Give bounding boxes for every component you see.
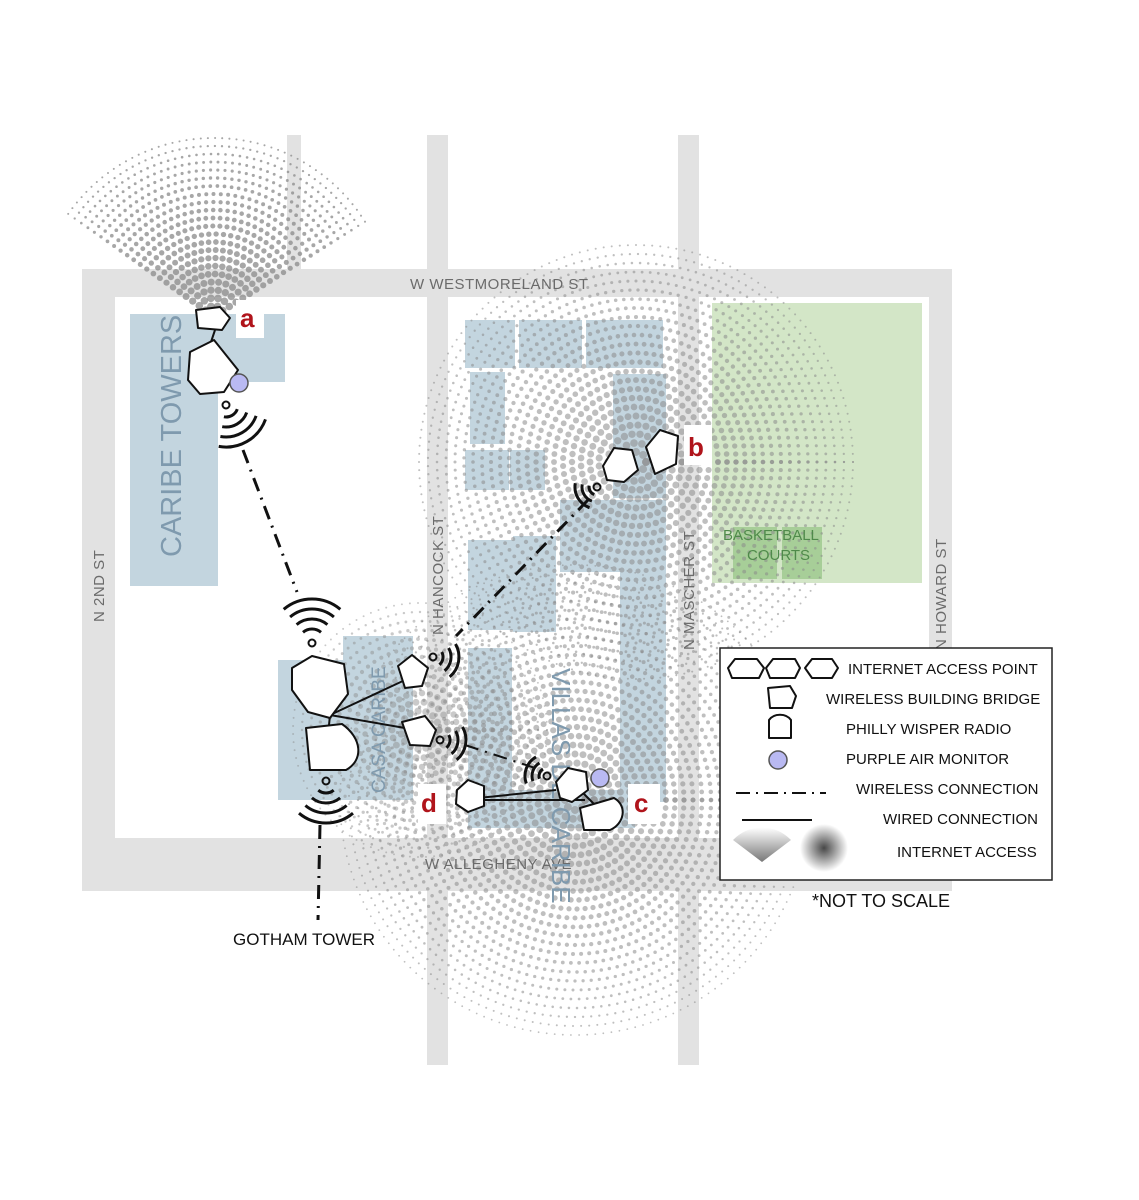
site-label-d: d: [421, 788, 437, 818]
building-label-casa-caribe: CASA CARIBE: [369, 666, 390, 793]
signal-arc: [218, 418, 267, 449]
signal-arc: [445, 734, 452, 749]
court-label-line2: COURTS: [747, 547, 810, 564]
legend: INTERNET ACCESS POINT WIRELESS BUILDING …: [719, 647, 1053, 881]
court-label-line1: BASKETBALL: [723, 527, 819, 544]
legend-radio-text: PHILLY WISPER RADIO: [846, 721, 1011, 738]
devices: [187, 306, 679, 831]
legend-wired-text: WIRED CONNECTION: [883, 811, 1038, 828]
signal-arc: [289, 607, 335, 619]
signal-origin-icon: [435, 735, 445, 745]
signal-arcs: [218, 400, 602, 825]
access-point-casa-2-icon: [401, 715, 437, 747]
signal-arc: [530, 761, 541, 782]
coverage-cone-a: [67, 136, 367, 315]
street-label-mascher: N MASCHER ST: [681, 531, 698, 650]
signal-arc: [443, 647, 453, 672]
wireless-link-a-casa: [241, 449, 299, 593]
signal-arc: [455, 726, 468, 762]
site-label-a: a: [240, 303, 255, 333]
signal-arc: [523, 755, 537, 785]
legend-access-point-icon-3: [804, 658, 839, 679]
wireless-connections: [241, 449, 590, 921]
legend-internet-text: INTERNET ACCESS: [897, 844, 1037, 861]
signal-arc: [580, 484, 593, 503]
signal-arc: [223, 408, 239, 419]
air-monitor-a-icon: [229, 373, 249, 393]
access-point-b-icon: [602, 447, 639, 483]
legend-access-point-icon-2: [765, 658, 801, 679]
wireless-link-casa-c: [464, 744, 536, 769]
air-monitor-c-icon: [590, 768, 610, 788]
signal-origin-icon: [307, 638, 317, 648]
access-point-casa-1-icon: [397, 654, 429, 689]
signal-arc: [438, 651, 445, 666]
access-point-d-icon: [455, 779, 485, 813]
signal-arc: [302, 627, 322, 634]
street-label-hancock: N HANCOCK ST: [430, 516, 447, 635]
radio-casa-icon: [305, 723, 360, 771]
signal-origin-icon: [321, 776, 331, 786]
signal-arc: [220, 415, 258, 439]
street-labels: W WESTMORELAND ST W ALLEGHENY AVE N 2ND …: [91, 276, 950, 873]
street-label-westmoreland: W WESTMORELAND ST: [410, 276, 589, 293]
signal-origin-icon: [542, 771, 552, 781]
legend-radio-icon: [768, 713, 792, 739]
gotham-tower-label: GOTHAM TOWER: [233, 930, 375, 949]
park-area: [712, 303, 922, 583]
signal-origin-icon: [592, 482, 602, 492]
signal-arc: [537, 767, 544, 780]
street-label-n2nd: N 2ND ST: [91, 550, 108, 622]
building-label-caribe-towers: CARIBE TOWERS: [156, 315, 188, 557]
signal-arc: [304, 804, 348, 815]
signal-arc: [448, 643, 461, 679]
signal-origin-icon: [428, 652, 438, 662]
legend-access-point-text: INTERNET ACCESS POINT: [848, 661, 1038, 678]
building-labels: CARIBE TOWERS VILLAS DE CARIBE CASA CARI…: [156, 315, 819, 904]
coverage-area-b: [417, 243, 855, 681]
signal-arc: [221, 411, 249, 429]
signal-arc: [310, 796, 342, 805]
signal-arc: [295, 617, 329, 626]
signal-arc: [587, 485, 595, 496]
legend-bridge-icon: [767, 685, 797, 709]
radio-c-icon: [579, 797, 624, 831]
legend-coverage-cone-icon: [733, 827, 791, 862]
site-label-b: b: [688, 432, 704, 462]
bridge-c-icon: [555, 767, 589, 803]
legend-air-monitor-icon: [768, 750, 788, 770]
signal-arc: [317, 788, 335, 795]
street-label-allegheny: W ALLEGHENY AVE: [425, 856, 572, 873]
site-label-c: c: [634, 788, 648, 818]
signal-arc: [450, 730, 460, 755]
bridge-b-icon: [645, 429, 679, 475]
signal-origin-icon: [221, 400, 231, 410]
bridge-a-icon: [187, 339, 239, 395]
signal-arc: [573, 482, 591, 510]
legend-access-point-icon-1: [727, 658, 765, 679]
signal-arc: [282, 597, 342, 611]
legend-coverage-circle-icon: [800, 824, 848, 872]
internet-coverage: [67, 136, 855, 1036]
access-point-a-icon: [195, 306, 231, 331]
street-label-howard: N HOWARD ST: [933, 538, 950, 650]
site-labels: a b c d: [236, 300, 712, 824]
bridge-casa-icon: [291, 655, 349, 719]
legend-air-monitor-text: PURPLE AIR MONITOR: [846, 751, 1009, 768]
wireless-link-b-casa: [454, 498, 590, 638]
legend-bridge-text: WIRELESS BUILDING BRIDGE: [826, 691, 1040, 708]
signal-arc: [298, 812, 354, 825]
legend-wireless-text: WIRELESS CONNECTION: [856, 781, 1039, 798]
not-to-scale-note: *NOT TO SCALE: [812, 891, 950, 911]
